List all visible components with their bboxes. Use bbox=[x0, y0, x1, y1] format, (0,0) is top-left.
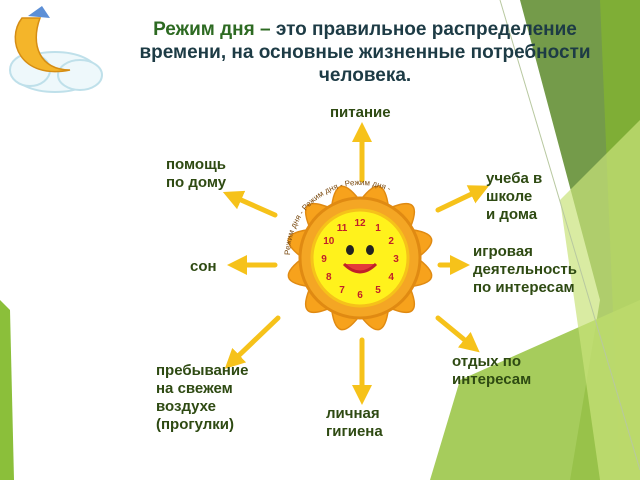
right-eye bbox=[366, 245, 374, 255]
moon-cloud-decoration bbox=[9, 4, 103, 93]
clock-number: 7 bbox=[339, 285, 345, 296]
title-rest: это правильное распределение времени, на… bbox=[139, 19, 591, 86]
label-hygiene: личная гигиена bbox=[326, 405, 383, 440]
clock-number: 1 bbox=[375, 223, 381, 234]
arrow-study bbox=[435, 185, 490, 213]
clock-number: 10 bbox=[323, 236, 335, 247]
label-study: учеба в школе и дома bbox=[486, 170, 543, 223]
label-play: игровая деятельность по интересам bbox=[473, 243, 577, 296]
left-green-stripe bbox=[0, 300, 14, 480]
clock-number: 8 bbox=[326, 272, 332, 283]
label-rest: отдых по интересам bbox=[452, 353, 532, 388]
clock-number: 9 bbox=[321, 254, 327, 265]
arrow-outdoor bbox=[224, 315, 281, 369]
label-home-help: помощь по дому bbox=[166, 156, 227, 191]
clock-number: 2 bbox=[388, 236, 394, 247]
clock-number: 3 bbox=[393, 254, 399, 265]
smile bbox=[342, 262, 378, 274]
title-accent: Режим дня – bbox=[153, 19, 271, 40]
clock-number: 5 bbox=[375, 285, 381, 296]
arrow-home-help bbox=[222, 190, 278, 218]
clock-number: 6 bbox=[357, 290, 363, 301]
clock-number: 4 bbox=[388, 272, 394, 283]
slide-title: Режим дня – это правильное распределение… bbox=[130, 18, 600, 87]
clock-number: 11 bbox=[337, 223, 348, 234]
thin-line bbox=[499, 0, 640, 471]
label-outdoor: пребывание на свежем воздухе (прогулки) bbox=[156, 362, 249, 433]
left-eye bbox=[346, 245, 354, 255]
clock-number: 12 bbox=[354, 218, 366, 229]
label-food: питание bbox=[330, 104, 391, 121]
green-stripe-pale bbox=[560, 120, 640, 480]
arrow-rest bbox=[435, 315, 480, 353]
label-sleep: сон bbox=[190, 258, 217, 275]
